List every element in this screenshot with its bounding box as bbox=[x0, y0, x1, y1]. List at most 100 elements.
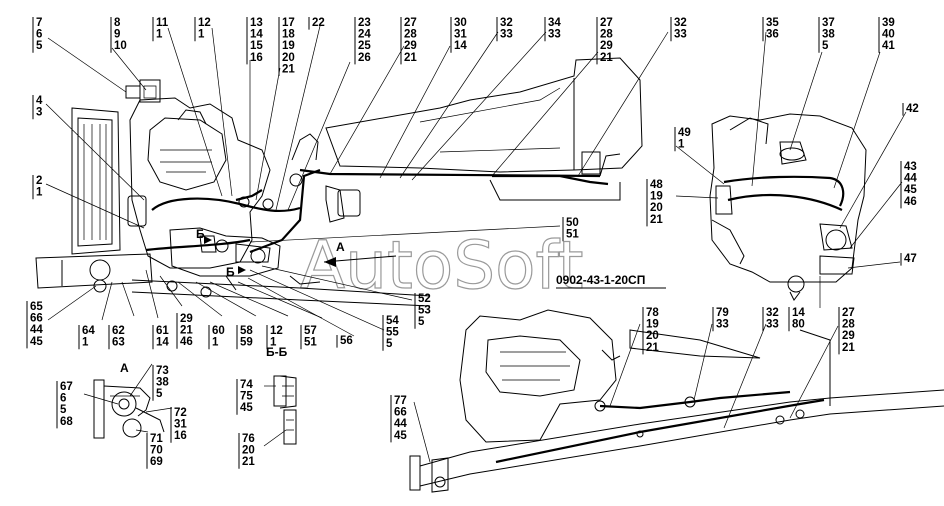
fuel-tank-drawing bbox=[325, 57, 643, 201]
callout-number: 5 bbox=[418, 316, 425, 328]
callout-number: 27 bbox=[842, 307, 855, 319]
callout-number: 29 bbox=[180, 313, 193, 325]
callout-number: 44 bbox=[30, 324, 43, 336]
callout-number: 23 bbox=[358, 17, 371, 29]
callout-number: 12 bbox=[270, 325, 283, 337]
callout-number: 4 bbox=[36, 95, 43, 107]
callout-number: 33 bbox=[766, 319, 779, 331]
callout-number: 62 bbox=[112, 325, 125, 337]
callout-number: 72 bbox=[174, 407, 187, 419]
callout-number: 16 bbox=[174, 430, 187, 442]
callout-number: 27 bbox=[404, 17, 417, 29]
callout-number: 44 bbox=[904, 173, 917, 185]
callout-number: 21 bbox=[646, 342, 659, 354]
callout-number: 32 bbox=[500, 17, 513, 29]
callout-number: 22 bbox=[312, 17, 325, 29]
callout-number: 8 bbox=[114, 17, 121, 29]
callout-number: 13 bbox=[250, 17, 263, 29]
callout-number: 7 bbox=[36, 17, 42, 29]
callout-number: 42 bbox=[906, 103, 919, 115]
callout-number: 35 bbox=[766, 17, 779, 29]
callout-number: 74 bbox=[240, 379, 253, 391]
callout-number: 5 bbox=[60, 404, 67, 416]
callout-number: 31 bbox=[174, 419, 187, 431]
callout-number: 78 bbox=[646, 307, 659, 319]
callout-number: 51 bbox=[566, 229, 579, 241]
callout-number: 6 bbox=[36, 29, 42, 41]
callout-number: 29 bbox=[600, 40, 613, 52]
callout-number: 64 bbox=[82, 325, 95, 337]
callout-number: 73 bbox=[156, 365, 169, 377]
callout-number: 66 bbox=[394, 407, 407, 419]
callout-number: 28 bbox=[600, 29, 613, 41]
callout-number: 33 bbox=[716, 319, 729, 331]
callout-number: 16 bbox=[250, 52, 263, 64]
callout-number: 51 bbox=[304, 337, 317, 349]
callout-number: 69 bbox=[150, 456, 163, 468]
callout-number: 19 bbox=[646, 319, 659, 331]
callout-number: 56 bbox=[340, 335, 353, 347]
callout-number: 14 bbox=[792, 307, 805, 319]
callout-number: 55 bbox=[386, 327, 399, 339]
callout-number: 1 bbox=[36, 187, 43, 199]
callout-number: 44 bbox=[394, 418, 407, 430]
callout-number: 21 bbox=[404, 52, 417, 64]
chassis-lower-view-drawing bbox=[409, 309, 944, 493]
callout-number: 11 bbox=[156, 17, 169, 29]
callout-number: 70 bbox=[150, 445, 163, 457]
callout-number: 20 bbox=[650, 202, 663, 214]
callout-number: 38 bbox=[822, 29, 835, 41]
callout-number: 76 bbox=[242, 433, 255, 445]
callout-number: 32 bbox=[766, 307, 779, 319]
callout-number: 29 bbox=[404, 40, 417, 52]
callout-number: 24 bbox=[358, 29, 371, 41]
section-b-lower-label: Б bbox=[226, 265, 235, 279]
callout-number: 14 bbox=[156, 337, 169, 349]
section-bb-title: Б-Б bbox=[266, 345, 288, 359]
callout-number: 26 bbox=[358, 52, 371, 64]
callout-number: 63 bbox=[112, 337, 125, 349]
view-a-arrow bbox=[323, 255, 397, 267]
callout-number: 61 bbox=[156, 325, 169, 337]
callout-number: 59 bbox=[240, 337, 253, 349]
callout-number: 46 bbox=[180, 336, 193, 348]
callout-number: 54 bbox=[386, 315, 399, 327]
document-number: 0902-43-1-20СП bbox=[556, 273, 645, 287]
callout-number: 36 bbox=[766, 29, 779, 41]
callout-number: 1 bbox=[212, 337, 219, 349]
callout-number: 17 bbox=[282, 17, 295, 29]
leader-lines bbox=[45, 25, 907, 463]
callout-number: 27 bbox=[600, 17, 613, 29]
view-a-title: А bbox=[120, 361, 129, 375]
callout-number: 20 bbox=[646, 330, 659, 342]
callout-number: 75 bbox=[240, 391, 253, 403]
callout-number: 29 bbox=[842, 330, 855, 342]
callout-number: 50 bbox=[566, 217, 579, 229]
callout-number: 53 bbox=[418, 305, 431, 317]
callout-number: 14 bbox=[454, 40, 467, 52]
callout-number: 33 bbox=[674, 29, 687, 41]
callout-number: 40 bbox=[882, 29, 895, 41]
callout-number: 18 bbox=[282, 29, 295, 41]
callout-number: 19 bbox=[282, 40, 295, 52]
callout-number: 68 bbox=[60, 416, 73, 428]
callout-number: 65 bbox=[30, 301, 43, 313]
section-b-lower-arrow bbox=[238, 266, 246, 274]
callout-number: 21 bbox=[600, 52, 613, 64]
watermark: AutoSoft bbox=[300, 227, 583, 304]
callout-number: 67 bbox=[60, 381, 73, 393]
view-a-detail-drawing bbox=[93, 379, 165, 439]
callout-number: 25 bbox=[358, 40, 371, 52]
section-b-upper-arrow bbox=[204, 236, 212, 244]
callout-number: 31 bbox=[454, 29, 467, 41]
callout-number: 21 bbox=[650, 214, 663, 226]
callout-number: 45 bbox=[30, 336, 43, 348]
callout-number: 19 bbox=[650, 191, 663, 203]
callout-number: 45 bbox=[904, 184, 917, 196]
callout-number: 32 bbox=[674, 17, 687, 29]
callout-number: 58 bbox=[240, 325, 253, 337]
callout-number: 14 bbox=[250, 29, 263, 41]
callout-number: 49 bbox=[678, 127, 691, 139]
callout-number: 46 bbox=[904, 196, 917, 208]
